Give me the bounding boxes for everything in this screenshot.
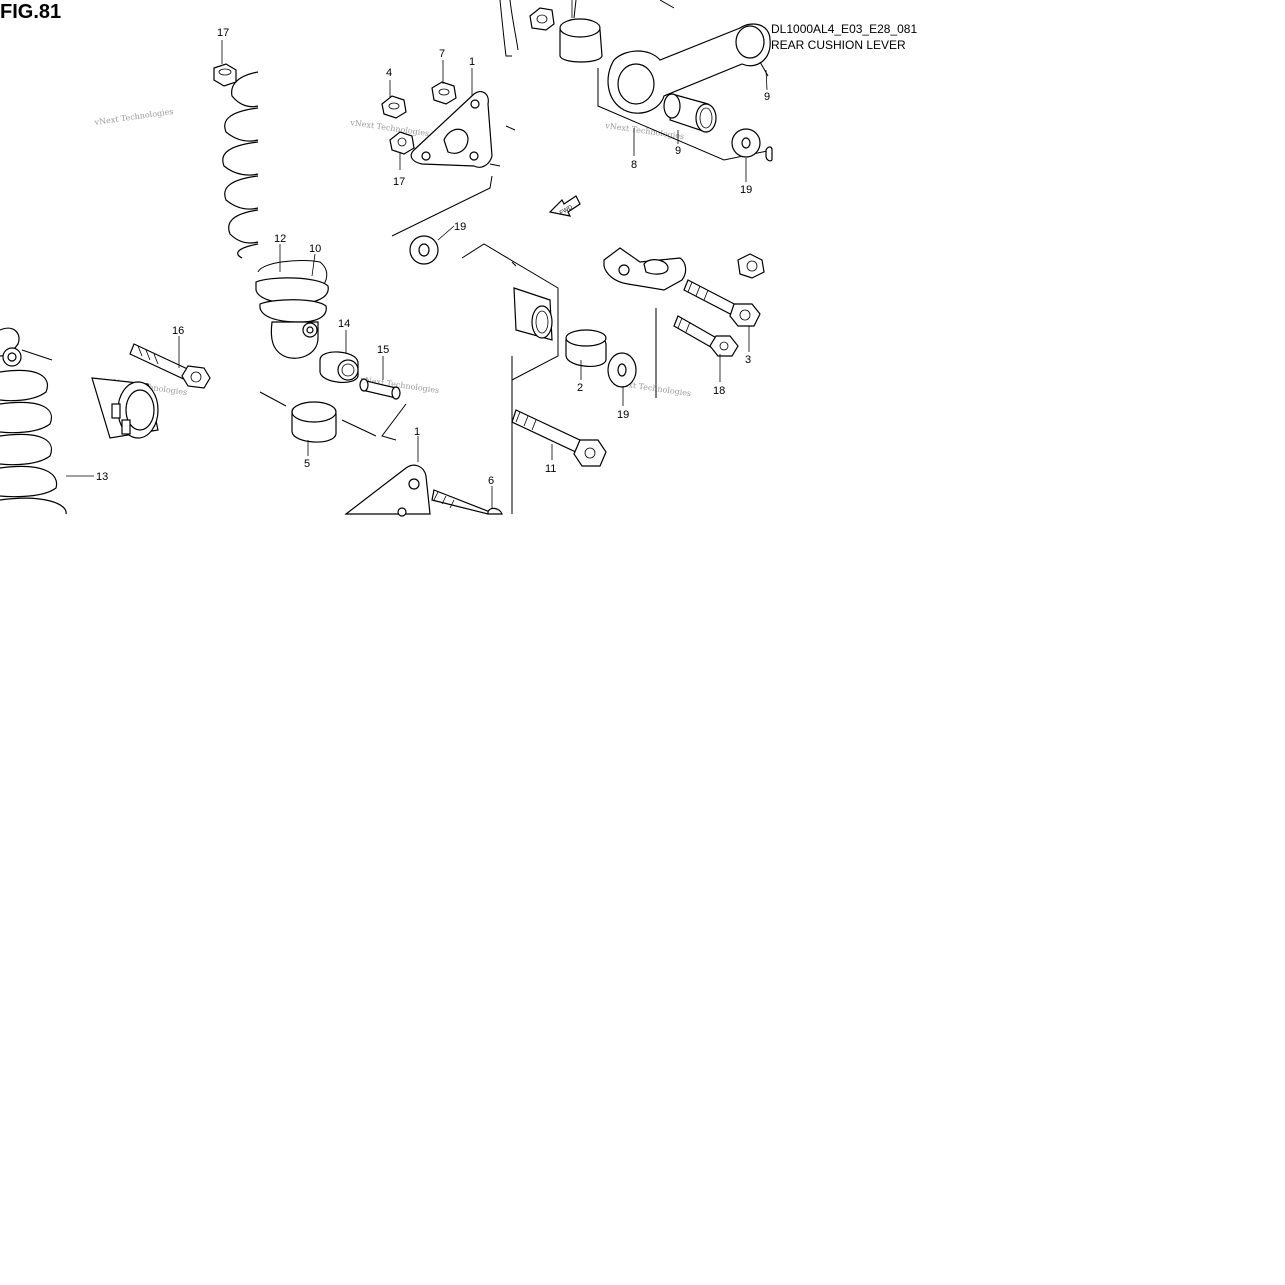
callout-9: 9 — [675, 145, 681, 157]
fwd-arrow-icon: FWD — [548, 195, 581, 217]
bracket-plate-1-upper — [391, 91, 516, 237]
callout-5: 5 — [304, 458, 310, 470]
cushion-lever-8 — [597, 0, 773, 161]
callout-18: 18 — [713, 385, 725, 397]
spacer-2 — [565, 329, 607, 367]
figure-number: FIG.81 — [0, 1, 62, 23]
callout-6: 6 — [488, 475, 494, 487]
spacer-5 — [259, 391, 377, 443]
preload-adjuster — [91, 377, 159, 439]
callout-15: 15 — [377, 344, 389, 356]
lever-housing — [461, 243, 559, 381]
callout-4: 4 — [386, 67, 392, 79]
bearing-14 — [319, 351, 359, 383]
callout-12: 12 — [274, 233, 286, 245]
washer-19-c — [607, 352, 637, 388]
spacer-top — [559, 0, 603, 63]
spacer-15 — [359, 378, 401, 400]
callout-9: 9 — [764, 91, 770, 103]
bearing-9 — [663, 93, 717, 133]
callout-11: 11 — [545, 463, 556, 475]
edge-part-right — [765, 146, 773, 162]
callout-7: 7 — [439, 48, 445, 60]
callout-17: 17 — [393, 176, 405, 188]
diagram-code: DL1000AL4_E03_E28_081 — [771, 22, 918, 36]
callout-13: 13 — [96, 471, 108, 483]
frame-member-top — [499, 0, 519, 57]
callout-numbers: 17 4 7 1 17 19 12 10 14 15 16 13 5 1 6 1… — [96, 27, 770, 487]
bolt-3 — [683, 279, 761, 327]
leader-lines — [66, 0, 768, 508]
bracket-plate-1-right — [603, 247, 687, 398]
callout-1: 1 — [469, 56, 475, 68]
callout-17: 17 — [217, 27, 229, 39]
callout-10: 10 — [309, 243, 321, 255]
nut-right — [737, 253, 765, 279]
bolt-11 — [511, 409, 607, 467]
callout-19: 19 — [454, 221, 466, 233]
nut-4 — [381, 95, 407, 119]
watermark: vNext Technologies — [93, 107, 174, 127]
bolt-18 — [673, 315, 739, 357]
callout-8: 8 — [631, 159, 637, 171]
diagram-name: REAR CUSHION LEVER — [771, 38, 906, 52]
nut-17-mid — [389, 131, 415, 155]
bolt-16 — [129, 343, 211, 389]
callout-16: 16 — [172, 325, 184, 337]
washer-19-b — [731, 128, 761, 158]
rear-shock-absorber — [0, 71, 329, 515]
nut-17-top — [213, 63, 237, 87]
bolt-6 — [431, 489, 503, 515]
callout-19: 19 — [740, 184, 752, 196]
nut-top-center — [529, 7, 555, 31]
callout-1: 1 — [414, 426, 420, 438]
watermark: vNext Technologies — [349, 118, 430, 138]
callout-19: 19 — [617, 409, 629, 421]
bracket-plate-1-lower — [344, 403, 431, 517]
callout-3: 3 — [745, 354, 751, 366]
callout-2: 2 — [577, 382, 583, 394]
washer-19-a — [409, 235, 439, 265]
callout-14: 14 — [338, 318, 350, 330]
nut-7 — [431, 81, 457, 105]
